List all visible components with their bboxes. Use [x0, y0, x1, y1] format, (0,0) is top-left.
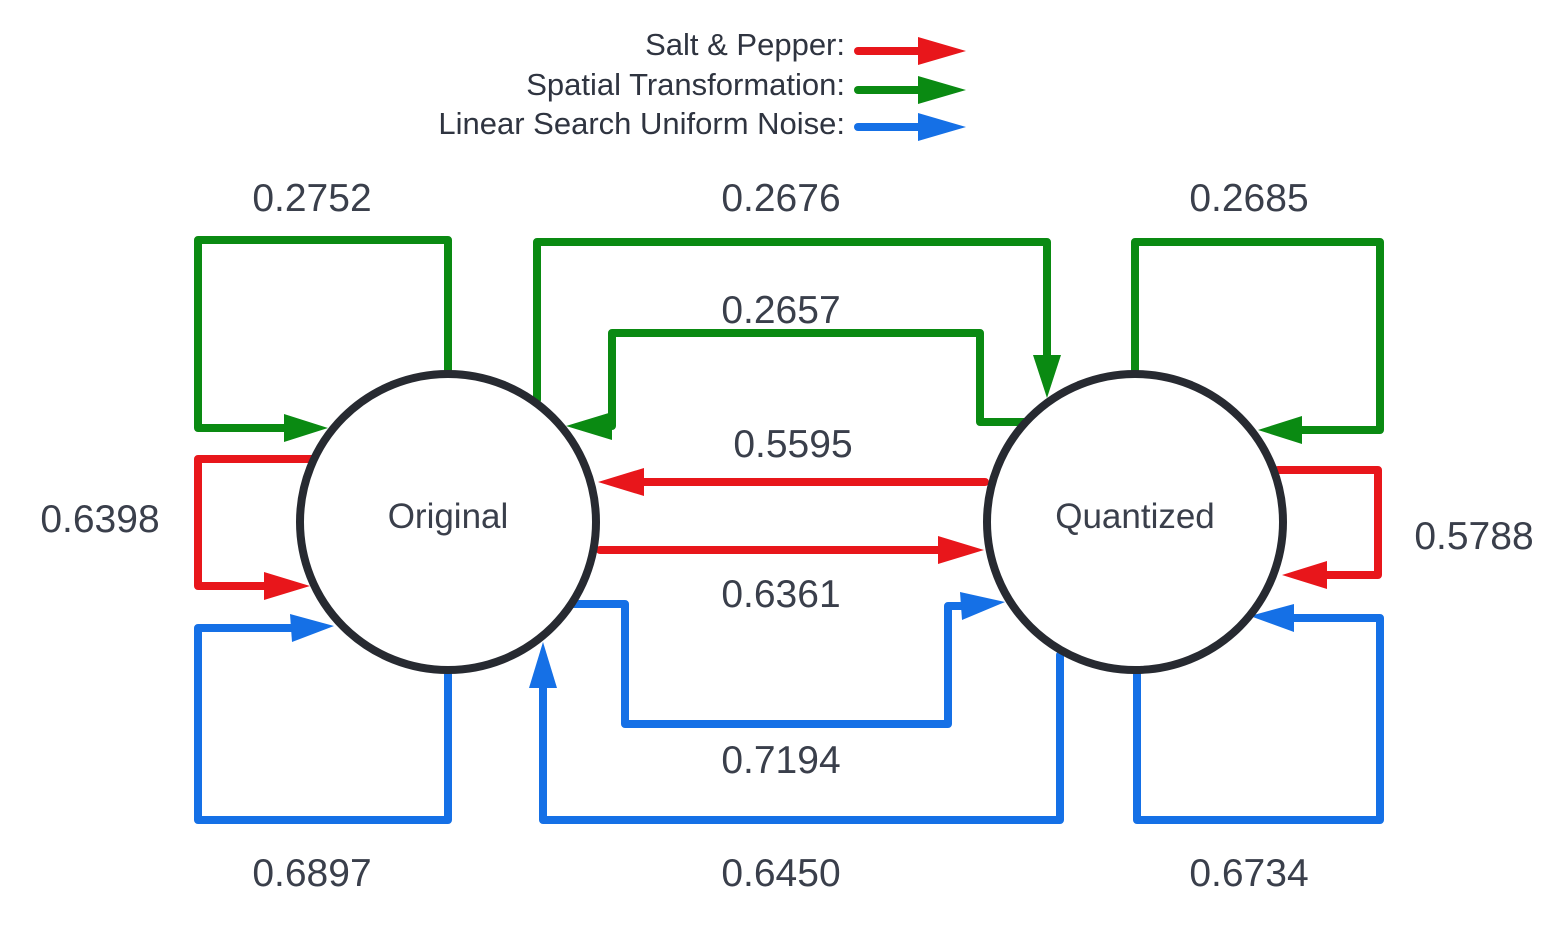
edge-labels: 0.2752 0.2676 0.2685 0.2657 0.5595 0.639…: [40, 177, 1533, 895]
edge-orig-self-ls: [194, 614, 452, 824]
edge-orig-self-sp: [194, 455, 316, 600]
legend-arrow-linear-search: [854, 113, 966, 141]
edge-quant-to-orig-ls: [529, 642, 1064, 824]
edge-quant-self-ls: [1133, 604, 1384, 824]
node-label-original: Original: [388, 497, 509, 536]
edge-orig-self-spatial: [194, 236, 452, 442]
edge-quant-self-sp: [1274, 466, 1382, 589]
legend-label-salt-pepper: Salt & Pepper:: [645, 27, 845, 62]
edge-quant-self-spatial: [1131, 238, 1384, 444]
edge-label-orig-self-spatial: 0.2752: [252, 177, 371, 220]
edge-label-quant-to-orig-sp: 0.5595: [733, 423, 852, 466]
legend: Salt & Pepper: Spatial Transformation: L…: [438, 27, 966, 141]
legend-arrow-salt-pepper: [854, 37, 966, 65]
edge-label-orig-self-sp: 0.6398: [40, 498, 159, 541]
edge-label-quant-self-spatial: 0.2685: [1189, 177, 1308, 220]
edge-orig-to-quant-spatial: [533, 238, 1061, 404]
edge-quant-to-orig-sp: [598, 468, 989, 496]
edge-orig-to-quant-sp: [596, 536, 984, 564]
legend-arrow-spatial: [854, 76, 966, 104]
node-label-quantized: Quantized: [1055, 497, 1215, 536]
edge-label-orig-to-quant-spatial: 0.2676: [721, 177, 840, 220]
edge-label-orig-self-ls: 0.6897: [252, 852, 371, 895]
node-original: Original: [296, 370, 600, 674]
edge-orig-to-quant-ls: [566, 592, 1005, 728]
legend-label-spatial: Spatial Transformation:: [526, 67, 845, 102]
edge-quant-to-orig-spatial: [566, 329, 1029, 440]
edge-label-orig-to-quant-sp: 0.6361: [721, 573, 840, 616]
edge-label-quant-to-orig-spatial: 0.2657: [721, 289, 840, 332]
edge-label-orig-to-quant-ls: 0.7194: [721, 739, 840, 782]
edge-label-quant-self-sp: 0.5788: [1414, 515, 1533, 558]
edge-label-quant-to-orig-ls: 0.6450: [721, 852, 840, 895]
node-quantized: Quantized: [983, 370, 1287, 674]
edge-label-quant-self-ls: 0.6734: [1189, 852, 1308, 895]
legend-label-linear-search: Linear Search Uniform Noise:: [438, 106, 845, 141]
